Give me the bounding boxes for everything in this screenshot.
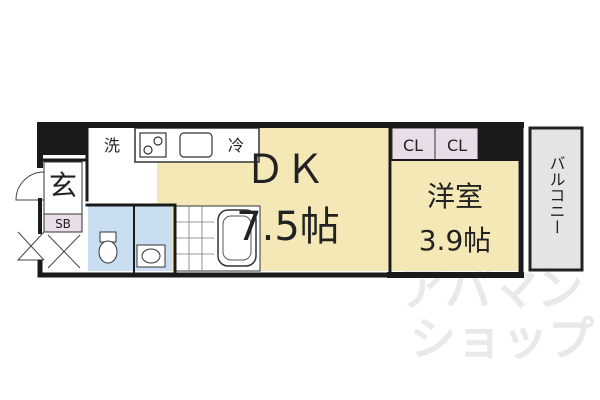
washer-label: 洗 [104, 136, 120, 155]
dk-size: 7.5帖 [236, 204, 340, 250]
closet-1-label: CL [403, 136, 423, 155]
shoe-box [43, 213, 83, 233]
kitchen-sink-icon [179, 132, 213, 158]
western-name: 洋室 [427, 180, 483, 213]
bathtub-inner [222, 215, 252, 261]
wall-column-right [478, 125, 521, 159]
dk-name: ＤＫ [245, 147, 325, 193]
wall-column-topleft [40, 125, 88, 155]
bathtub [217, 209, 257, 267]
bath-tiles [176, 206, 214, 271]
closet-2-label: CL [447, 136, 467, 155]
stove-icon [139, 132, 167, 158]
entrance-door-swing [15, 171, 45, 261]
toilet-icon [98, 240, 118, 264]
fridge-label: 冷 [228, 136, 244, 155]
washbasin-icon [141, 248, 161, 264]
hall-cross [47, 234, 81, 269]
western-floor [392, 160, 518, 271]
western-size: 3.9帖 [419, 224, 492, 257]
kitchen-counter [134, 127, 260, 163]
balcony [528, 126, 584, 272]
watermark-line2: ショップ [410, 312, 594, 366]
balcony-label: バルコニー [547, 155, 566, 235]
entrance-label: 玄 [49, 169, 77, 202]
shoe-box-label: SB [55, 217, 71, 231]
